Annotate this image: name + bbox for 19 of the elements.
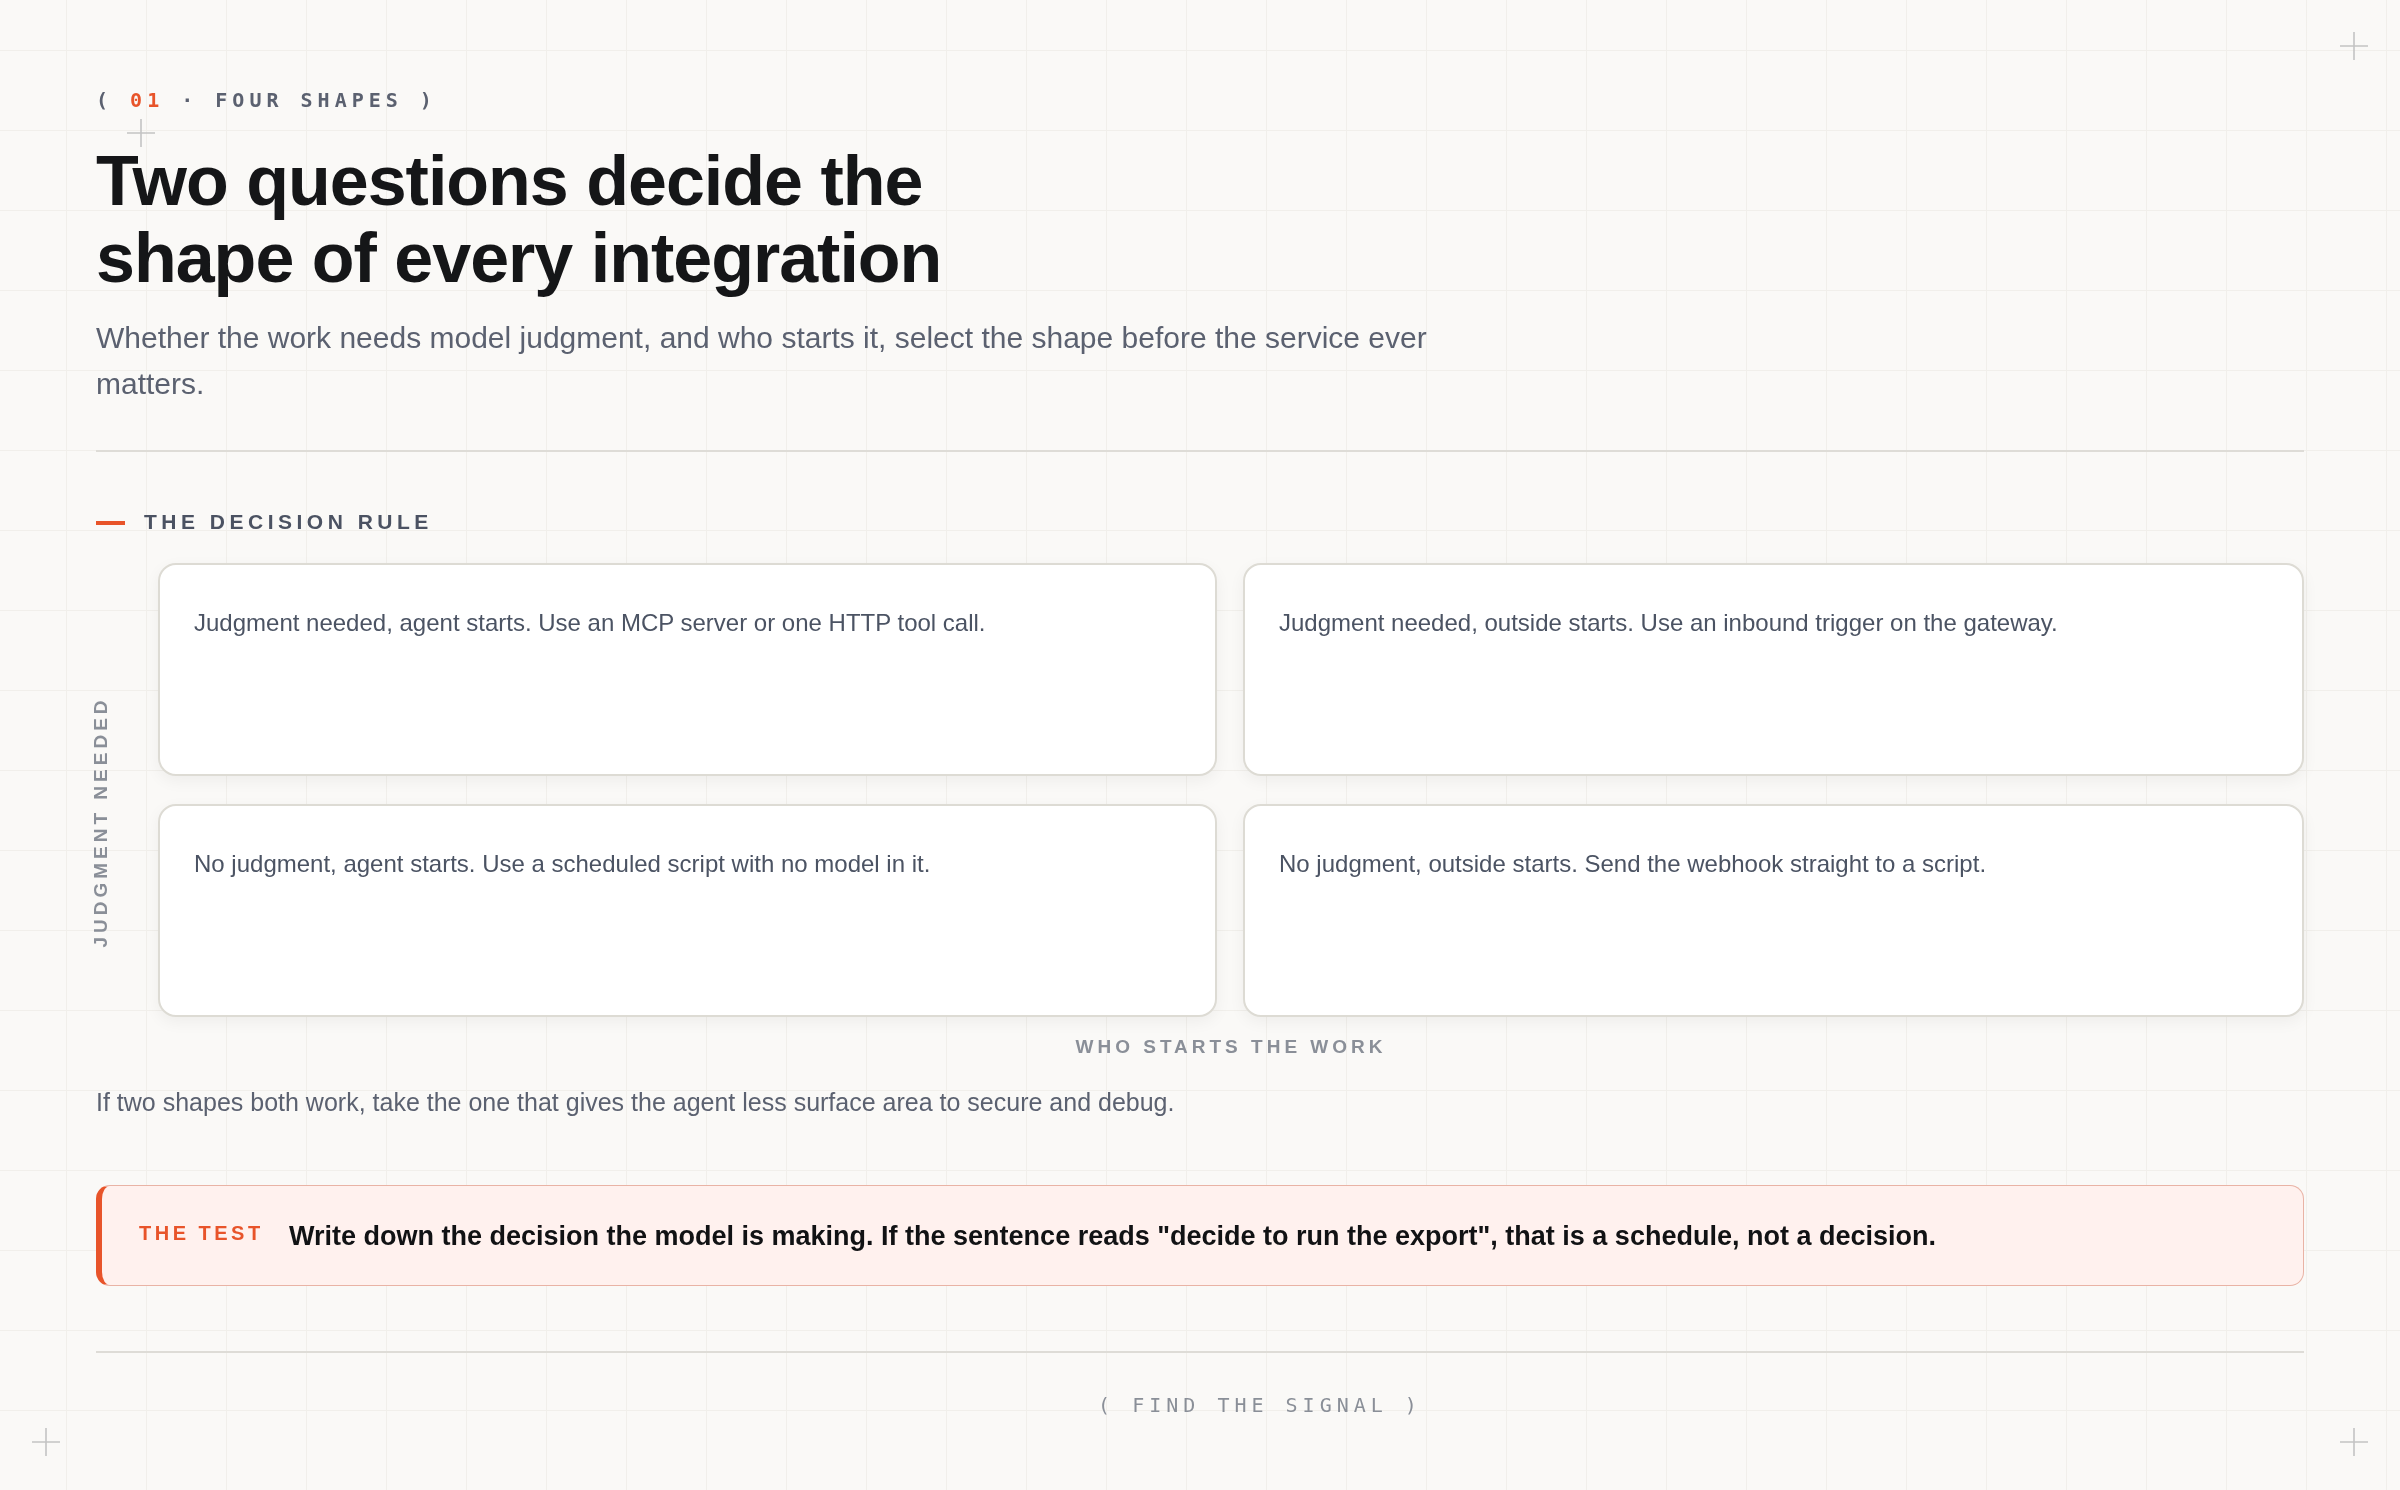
- axis-label: JUDGMENT NEEDED: [90, 696, 112, 948]
- quadrant-card: [1243, 804, 2304, 1017]
- card-text: No judgment, outside starts. Send the webhook straight to a script.: [1279, 849, 1988, 879]
- footer-tagline: ( FIND THE SIGNAL ): [1098, 1393, 1422, 1417]
- section-eyebrow: ( 01 · FOUR SHAPES ): [96, 88, 437, 112]
- quadrant-card: [158, 563, 1217, 776]
- quadrant-card: [158, 804, 1217, 1017]
- section-heading: THE DECISION RULE: [144, 510, 433, 534]
- callout-banner: [96, 1185, 2304, 1286]
- card-text: Judgment needed, outside starts. Use an inbound trigger on the gateway.: [1279, 608, 2059, 638]
- axis-label: WHO STARTS THE WORK: [1075, 1036, 1387, 1058]
- callout-label: THE TEST: [139, 1221, 264, 1245]
- page-title: Two questions decide the shape of every integration: [96, 143, 943, 297]
- subtitle: Whether the work needs model judgment, and who starts it, select the shape before the service ever matters.: [96, 320, 1428, 402]
- quadrant-card: [1243, 563, 2304, 776]
- callout-text: Write down the decision the model is making. If the sentence reads "decide to run the export", that is a schedule, not a decision.: [289, 1219, 1937, 1253]
- footnote: If two shapes both work, take the one that gives the agent less surface area to secure and debug.: [96, 1087, 1175, 1118]
- card-text: No judgment, agent starts. Use a scheduled script with no model in it.: [194, 849, 932, 879]
- card-text: Judgment needed, agent starts. Use an MCP server or one HTTP tool call.: [194, 608, 987, 638]
